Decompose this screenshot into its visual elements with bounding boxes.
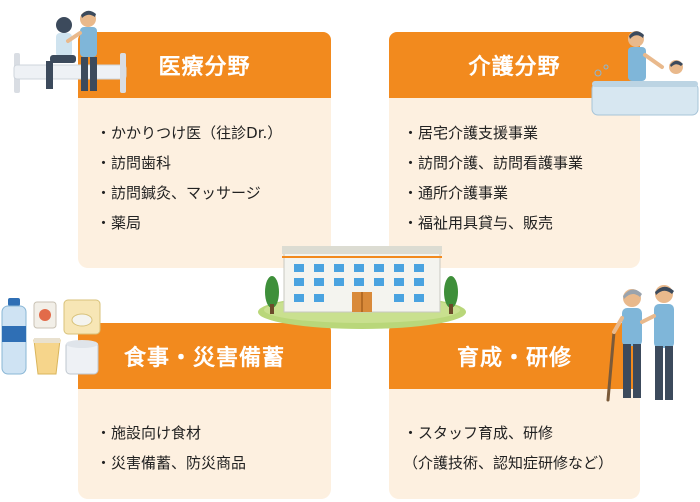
bed-care-icon <box>13 10 127 93</box>
list-item: 居宅介護支援事業 <box>403 122 583 143</box>
list-item: 訪問鍼灸、マッサージ <box>96 182 282 203</box>
list-item: かかりつけ医（往診Dr.） <box>96 122 282 143</box>
food-list: 施設向け食材 災害備蓄、防災商品 <box>96 422 246 482</box>
list-note: （介護技術、認知症研修など） <box>403 454 614 472</box>
list-item: 福祉用具貸与、販売 <box>403 212 583 233</box>
list-item: 施設向け食材 <box>96 422 246 443</box>
facility-building-icon <box>258 246 466 329</box>
food-supplies-icon <box>1 298 101 375</box>
food-title: 食事・災害備蓄 <box>78 323 331 389</box>
list-item: 薬局 <box>96 212 282 233</box>
training-title: 育成・研修 <box>389 323 640 389</box>
training-list: スタッフ育成、研修 （介護技術、認知症研修など） <box>403 422 613 482</box>
care-list: 居宅介護支援事業 訪問介護、訪問看護事業 通所介護事業 福祉用具貸与、販売 <box>403 122 583 242</box>
list-item: 訪問歯科 <box>96 152 282 173</box>
list-item: スタッフ育成、研修 <box>403 422 613 443</box>
list-item: 災害備蓄、防災商品 <box>96 452 246 473</box>
medical-list: かかりつけ医（往診Dr.） 訪問歯科 訪問鍼灸、マッサージ 薬局 <box>96 122 282 242</box>
caregivers-icon <box>606 285 674 402</box>
bath-care-icon <box>591 31 699 116</box>
list-item: 訪問介護、訪問看護事業 <box>403 152 583 173</box>
list-item: 通所介護事業 <box>403 182 583 203</box>
